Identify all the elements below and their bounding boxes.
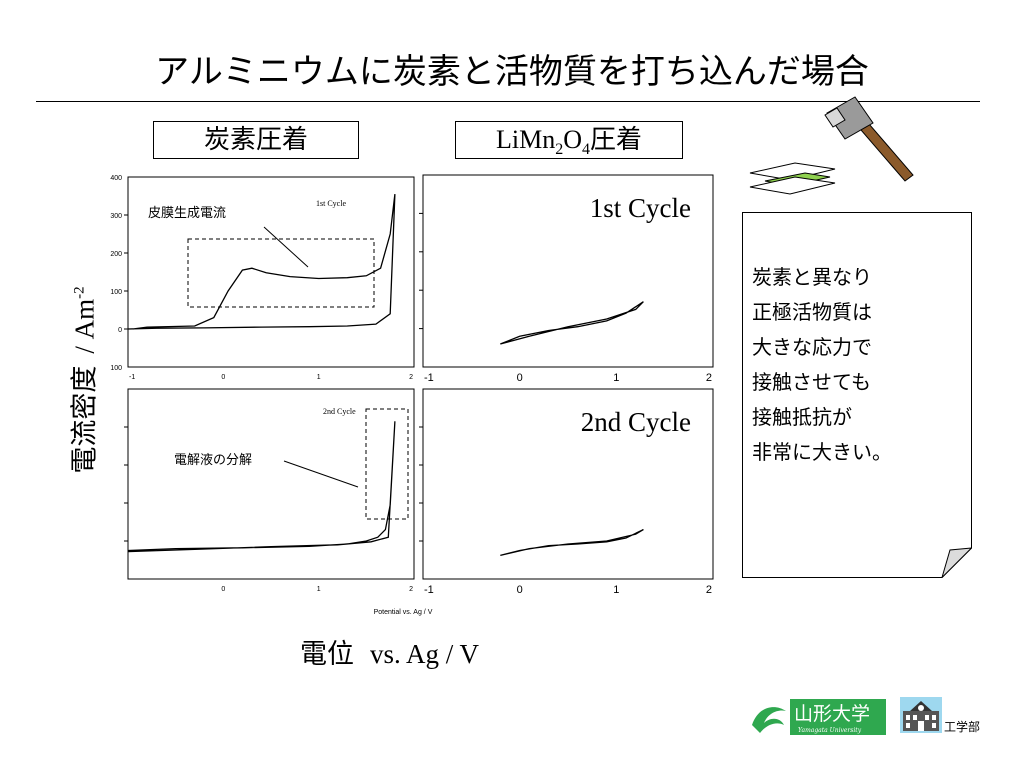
logo-text: 山形大学	[794, 703, 870, 725]
note-card	[742, 212, 973, 578]
x-tick-label: 1	[613, 372, 619, 384]
y-axis-label-exp: -2	[71, 286, 88, 299]
slide-title: アルミニウムに炭素と活物質を打ち込んだ場合	[155, 52, 869, 92]
x-tick-label: 2	[409, 586, 413, 593]
y-tick-label: 100	[110, 289, 122, 296]
note-line: 非常に大きい。	[752, 440, 892, 464]
x-tick-label: 1	[317, 586, 321, 593]
hammer-illustration	[745, 95, 925, 195]
y-axis-label-unit: / Am-2	[69, 286, 100, 354]
y-axis-label-jp: 電流密度	[69, 365, 101, 474]
note-card-shape	[742, 212, 973, 578]
logo-subtext: Yamagata University	[798, 727, 862, 734]
y-axis-label: 電流密度 / Am-2	[52, 250, 112, 510]
annotation-leader	[263, 226, 309, 268]
limn-label-sub1: 2	[555, 141, 564, 159]
note-line: 正極活物質は	[752, 300, 872, 324]
series-line	[127, 421, 396, 553]
x-axis-label: 電位 vs. Ag / V	[300, 632, 479, 671]
annotation-label: 皮膜生成電流	[148, 206, 226, 221]
highlight-box	[365, 408, 409, 520]
y-tick-label: 200	[110, 251, 122, 258]
x-axis-label-jp: 電位	[300, 639, 354, 670]
x-tick-label: 0	[221, 586, 225, 593]
legend-label: 2nd Cycle	[323, 407, 356, 416]
y-tick-label: 0	[118, 327, 122, 334]
x-tick-label: -1	[424, 372, 434, 384]
note-line: 炭素と異なり	[752, 265, 872, 289]
note-line: 大きな応力で	[752, 335, 872, 359]
limn-label-suffix: 圧着	[590, 125, 643, 155]
university-logo-mark: 山形大学 Yamagata University	[752, 699, 886, 735]
plot-frame	[127, 388, 415, 580]
plot-frame	[127, 176, 415, 368]
y-tick-label: 300	[110, 213, 122, 220]
series-line	[500, 529, 644, 557]
legend-label: 1st Cycle	[590, 193, 691, 223]
limn-label-mid: O	[563, 125, 582, 154]
note-line: 接触抵抗が	[752, 405, 852, 429]
plot-frame	[422, 388, 714, 580]
x-axis-label-unit: vs. Ag / V	[370, 639, 480, 669]
plot-frame	[422, 174, 714, 368]
x-tick-label: 2	[706, 372, 712, 384]
y-tick-label: 400	[110, 175, 122, 182]
legend-label: 2nd Cycle	[581, 407, 691, 437]
x-tick-label: 1	[317, 374, 321, 381]
note-text: 炭素と異なり 正極活物質は 大きな応力で 接触させても 接触抵抗が 非常に大きい…	[752, 260, 962, 470]
x-tick-label: 2	[706, 584, 712, 596]
series-line	[500, 301, 644, 345]
x-tick-label: 0	[517, 584, 523, 596]
x-tick-label: 2	[409, 374, 413, 381]
x-axis-sub-label: Potential vs. Ag / V	[374, 609, 433, 616]
limn-label-sub2: 4	[582, 141, 590, 159]
limn-label-box: LiMn2O4圧着	[455, 121, 683, 159]
limn-label-prefix: LiMn	[495, 125, 556, 154]
x-tick-label: 0	[221, 374, 225, 381]
hammer-icon	[749, 96, 914, 195]
carbon-label-box: 炭素圧着	[153, 121, 359, 159]
series-line	[127, 194, 396, 330]
legend-label: 1st Cycle	[316, 199, 346, 208]
y-tick-label: 100	[110, 365, 122, 372]
annotation-label: 電解液の分解	[174, 453, 252, 468]
department-label: 工学部	[944, 720, 981, 734]
x-tick-label: 1	[613, 584, 619, 596]
x-tick-label: 0	[517, 372, 523, 384]
annotation-leader	[283, 460, 359, 488]
title-divider	[36, 101, 980, 102]
building-icon	[900, 697, 942, 733]
x-tick-label: -1	[424, 584, 434, 596]
x-tick-label: -1	[129, 374, 135, 381]
highlight-box	[187, 238, 375, 308]
university-logo: 山形大学 Yamagata University	[748, 697, 888, 737]
note-line: 接触させても	[752, 370, 871, 394]
